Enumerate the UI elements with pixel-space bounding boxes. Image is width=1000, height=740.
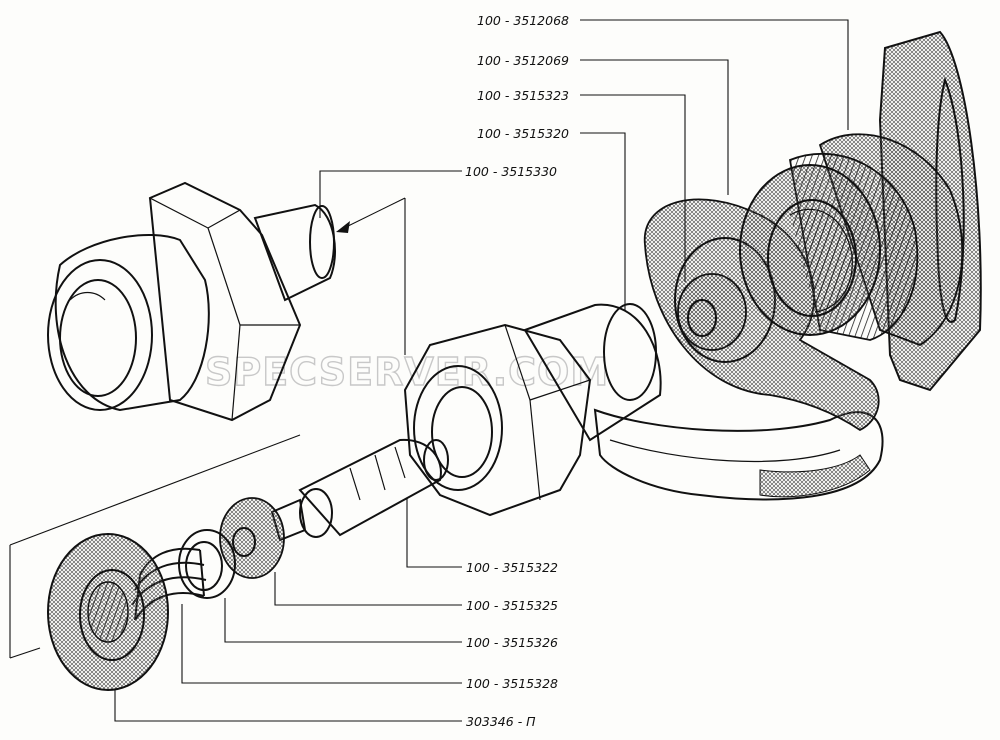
part-label-3515330: 100 - 3515330 <box>465 164 557 179</box>
leader-3515328 <box>181 604 462 684</box>
part-label-303346: 303346 - П <box>466 714 536 729</box>
leader-3515320 <box>580 132 626 310</box>
leader-3515326 <box>224 598 462 643</box>
part-label-3515328: 100 - 3515328 <box>466 676 558 691</box>
part-label-3515320: 100 - 3515320 <box>477 126 569 141</box>
leader-303346 <box>114 690 462 722</box>
part-label-3512069: 100 - 3512069 <box>477 53 569 68</box>
assembly-arrow <box>9 197 406 659</box>
leader-3512068 <box>580 19 849 130</box>
part-label-3515326: 100 - 3515326 <box>466 635 558 650</box>
leader-3515330 <box>319 170 462 218</box>
leader-3515325 <box>274 572 462 606</box>
leader-3515323 <box>580 94 686 282</box>
part-label-3515325: 100 - 3515325 <box>466 598 558 613</box>
part-label-3515322: 100 - 3515322 <box>466 560 558 575</box>
small-washer-part <box>677 273 747 351</box>
part-label-3512068: 100 - 3512068 <box>477 13 569 28</box>
leader-3512069 <box>580 59 729 195</box>
leader-lines <box>114 19 849 722</box>
union-nipple-part <box>47 181 336 422</box>
valve-stem-part <box>270 438 449 542</box>
valve-body-part <box>403 303 662 517</box>
knurled-seal-part <box>219 497 285 579</box>
part-label-3515323: 100 - 3515323 <box>477 88 569 103</box>
gasket-washer-part <box>47 533 169 691</box>
leader-3515322 <box>406 498 462 568</box>
plug-with-handle-part <box>739 30 982 392</box>
retaining-strap-part <box>593 198 884 501</box>
